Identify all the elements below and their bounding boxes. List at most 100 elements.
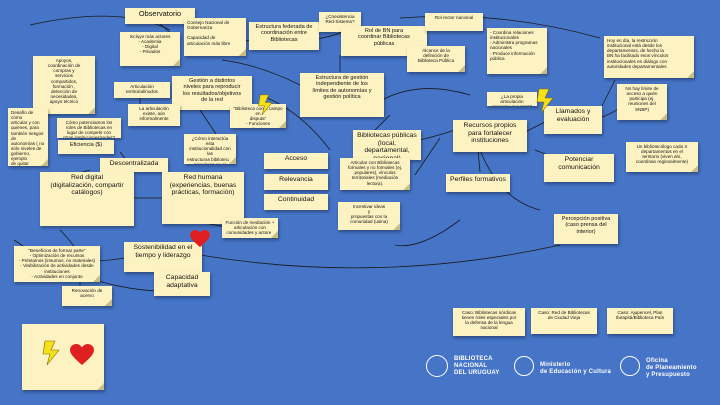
- note-text: Sostenibilidad en el tiempo y liderazgo: [133, 244, 193, 259]
- note-text: Percepción positiva (caso prensa del int…: [561, 216, 611, 235]
- note-red-humana[interactable]: Red humana (experiencias, buenas práctic…: [162, 172, 244, 224]
- note-text: Rol rector nacional: [434, 15, 474, 20]
- heart-icon: [70, 344, 94, 365]
- note-percepcion[interactable]: Percepción positiva (caso prensa del int…: [554, 214, 618, 244]
- note-text: Continuidad: [277, 196, 315, 203]
- connector: [599, 79, 616, 111]
- connector: [199, 244, 561, 269]
- note-text: Capacidad adaptativa: [165, 274, 199, 289]
- note-propia-articulacion[interactable]: ¿La propia articulación consume recursos…: [487, 92, 537, 106]
- note-limite-acceso[interactable]: No hay límite de acceso a quién particip…: [617, 84, 667, 120]
- note-hoy-dia[interactable]: Hoy en día, la restricción institucional…: [604, 36, 694, 78]
- note-text: Consejo Nacional de Gobernanza Capacidad…: [187, 20, 231, 46]
- note-coordina[interactable]: - Coordina relaciones institucionales - …: [487, 28, 547, 74]
- note-relevancia[interactable]: Relevancia: [264, 174, 328, 190]
- bn-logo-text: BIBLIOTECA NACIONAL DEL URUGUAY: [454, 356, 500, 376]
- note-bibliotecas-publicas[interactable]: Bibliotecas públicas (local, departament…: [353, 130, 421, 160]
- connector: [381, 88, 471, 101]
- note-text: Observatorio: [138, 9, 182, 18]
- note-renovacion[interactable]: Renovación de acervo: [62, 286, 112, 306]
- mec-logo-icon: [514, 356, 534, 376]
- note-text: No hay límite de acceso a quién particip…: [625, 86, 659, 112]
- connector: [419, 129, 456, 141]
- note-text: Un bibliotecólogo cada X departamentos e…: [635, 144, 689, 165]
- note-rol-bn[interactable]: Rol de BN para coordinar Bibliotecas púb…: [341, 26, 427, 56]
- note-caso-ciudad-vieja[interactable]: Caso: Red de Bibliotecas de Ciudad Vieja: [531, 308, 597, 334]
- note-llamados[interactable]: Llamados y evaluación: [544, 106, 602, 134]
- lightning-icon: [258, 94, 273, 116]
- note-text: Caso: Ajupencel, Plan Ibirapitá/Bibliote…: [615, 310, 664, 321]
- note-text: Perfiles formativos: [450, 176, 506, 183]
- note-text: Descentralizada: [109, 160, 159, 167]
- note-acceso[interactable]: Acceso: [264, 153, 328, 169]
- note-text: Incentivar ideas y propuestas con la com…: [350, 204, 388, 225]
- note-text: Cómo potenciamos los roles de Biblioteca…: [62, 120, 116, 138]
- note-perfiles[interactable]: Perfiles formativos: [446, 174, 510, 192]
- note-text: Alcance de la definición de Biblioteca P…: [417, 48, 455, 64]
- note-observatorio[interactable]: Observatorio: [125, 8, 195, 24]
- note-recursos-propios[interactable]: Recursos propios para fortalecer institu…: [453, 120, 527, 152]
- note-biblioteca-como[interactable]: "Biblioteca como campo en disputa" - Fun…: [230, 104, 286, 128]
- note-caso-nordicas[interactable]: Caso: Bibliotecas nórdicas tienen roles …: [453, 308, 525, 336]
- note-text: Estructura federada de coordinación entr…: [255, 24, 313, 43]
- note-articulacion-existe[interactable]: La articulación existe, aún informalment…: [128, 104, 180, 126]
- note-text: Red humana (experiencias, buenas práctic…: [169, 174, 237, 197]
- note-text: Articular con Bibliotecas formales y no …: [347, 160, 403, 186]
- connector: [374, 114, 391, 131]
- note-text: Estructura de gestión independiente de l…: [312, 75, 372, 100]
- note-incentivar[interactable]: Incentivar ideas y propuestas con la com…: [338, 202, 400, 230]
- note-potencialidades[interactable]: Cómo potenciamos los roles de Biblioteca…: [57, 118, 121, 138]
- note-eficiencia[interactable]: Eficiencia ($): [58, 140, 114, 154]
- note-beneficios[interactable]: "Beneficios de formar parte" - Optimizac…: [14, 246, 100, 282]
- note-actores[interactable]: Incluye más actores - Academia - Digital…: [120, 32, 180, 66]
- note-text: Recursos propios para fortalecer institu…: [463, 122, 517, 145]
- connector: [29, 15, 171, 31]
- note-estructura-independiente[interactable]: Estructura de gestión independiente de l…: [300, 73, 384, 117]
- note-text: La articulación existe, aún informalment…: [139, 106, 169, 122]
- note-text: Hoy en día, la restricción institucional…: [607, 38, 669, 69]
- note-articulacion-territorial[interactable]: Articulación territorial/nodos: [114, 82, 170, 98]
- note-text: Rol de BN para coordinar Bibliotecas púb…: [358, 28, 410, 47]
- note-text: Potenciar comunicación: [558, 156, 600, 171]
- note-caso-ajupencel[interactable]: Caso: Ajupencel, Plan Ibirapitá/Bibliote…: [607, 308, 673, 334]
- note-estructura-federada[interactable]: Estructura federada de coordinación entr…: [249, 22, 319, 50]
- lightning-icon: [536, 88, 554, 114]
- note-text: Desafío de cómo articular y con quienes,…: [11, 110, 45, 166]
- note-text: Acceso: [284, 155, 308, 162]
- connector: [414, 137, 441, 176]
- note-funcion-mediacion[interactable]: Función de mediación + articulación con …: [222, 218, 278, 238]
- note-text: - Coordina relaciones institucionales - …: [490, 30, 538, 61]
- note-continuidad[interactable]: Continuidad: [264, 194, 328, 210]
- note-text: "Beneficios de formar parte" - Optimizac…: [18, 248, 96, 279]
- note-text: ¿Cómo interactúa esta institucionalidad …: [187, 136, 233, 164]
- note-desafio[interactable]: Desafío de cómo articular y con quienes,…: [8, 108, 48, 166]
- connector: [399, 15, 601, 39]
- note-bibliotecologo[interactable]: Un bibliotecólogo cada X departamentos e…: [626, 142, 698, 172]
- note-rol-rector[interactable]: Rol rector nacional: [425, 13, 483, 31]
- note-text: Caso: Bibliotecas nórdicas tienen roles …: [461, 310, 517, 331]
- note-sostenibilidad[interactable]: Sostenibilidad en el tiempo y liderazgo: [124, 242, 202, 272]
- note-consejo[interactable]: Consejo Nacional de Gobernanza Capacidad…: [184, 18, 246, 56]
- note-apoyos[interactable]: Apoyos, coordinación de compras y servic…: [33, 56, 95, 114]
- connector: [259, 94, 331, 151]
- connector: [477, 149, 481, 173]
- note-text: Relevancia: [279, 176, 313, 183]
- note-text: Eficiencia ($): [69, 142, 103, 148]
- note-articular-formales[interactable]: Articular con Bibliotecas formales y no …: [340, 158, 410, 190]
- note-text: ¿Coexistencia Red-Sistema?: [325, 14, 355, 25]
- note-text: Llamados y evaluación: [555, 108, 591, 123]
- mec-logo-text: Ministerio de Educación y Cultura: [540, 362, 612, 375]
- note-text: Red digital (digitalización, compartir c…: [50, 174, 124, 197]
- connector: [394, 219, 461, 247]
- note-potenciar[interactable]: Potenciar comunicación: [544, 154, 614, 182]
- bn-logo-icon: [426, 355, 448, 377]
- note-text: Caso: Red de Bibliotecas de Ciudad Vieja: [538, 310, 590, 321]
- note-capacidad-adaptativa[interactable]: Capacidad adaptativa: [154, 272, 210, 296]
- note-text: Bibliotecas públicas (local, departament…: [357, 132, 417, 160]
- note-text: ¿La propia articulación consume recursos…: [492, 94, 532, 106]
- note-interactua[interactable]: ¿Cómo interactúa esta institucionalidad …: [184, 134, 236, 164]
- note-alcance[interactable]: Alcance de la definición de Biblioteca P…: [407, 46, 465, 72]
- note-descentralizada[interactable]: Descentralizada: [100, 158, 168, 172]
- note-red-digital[interactable]: Red digital (digitalización, compartir c…: [40, 172, 134, 226]
